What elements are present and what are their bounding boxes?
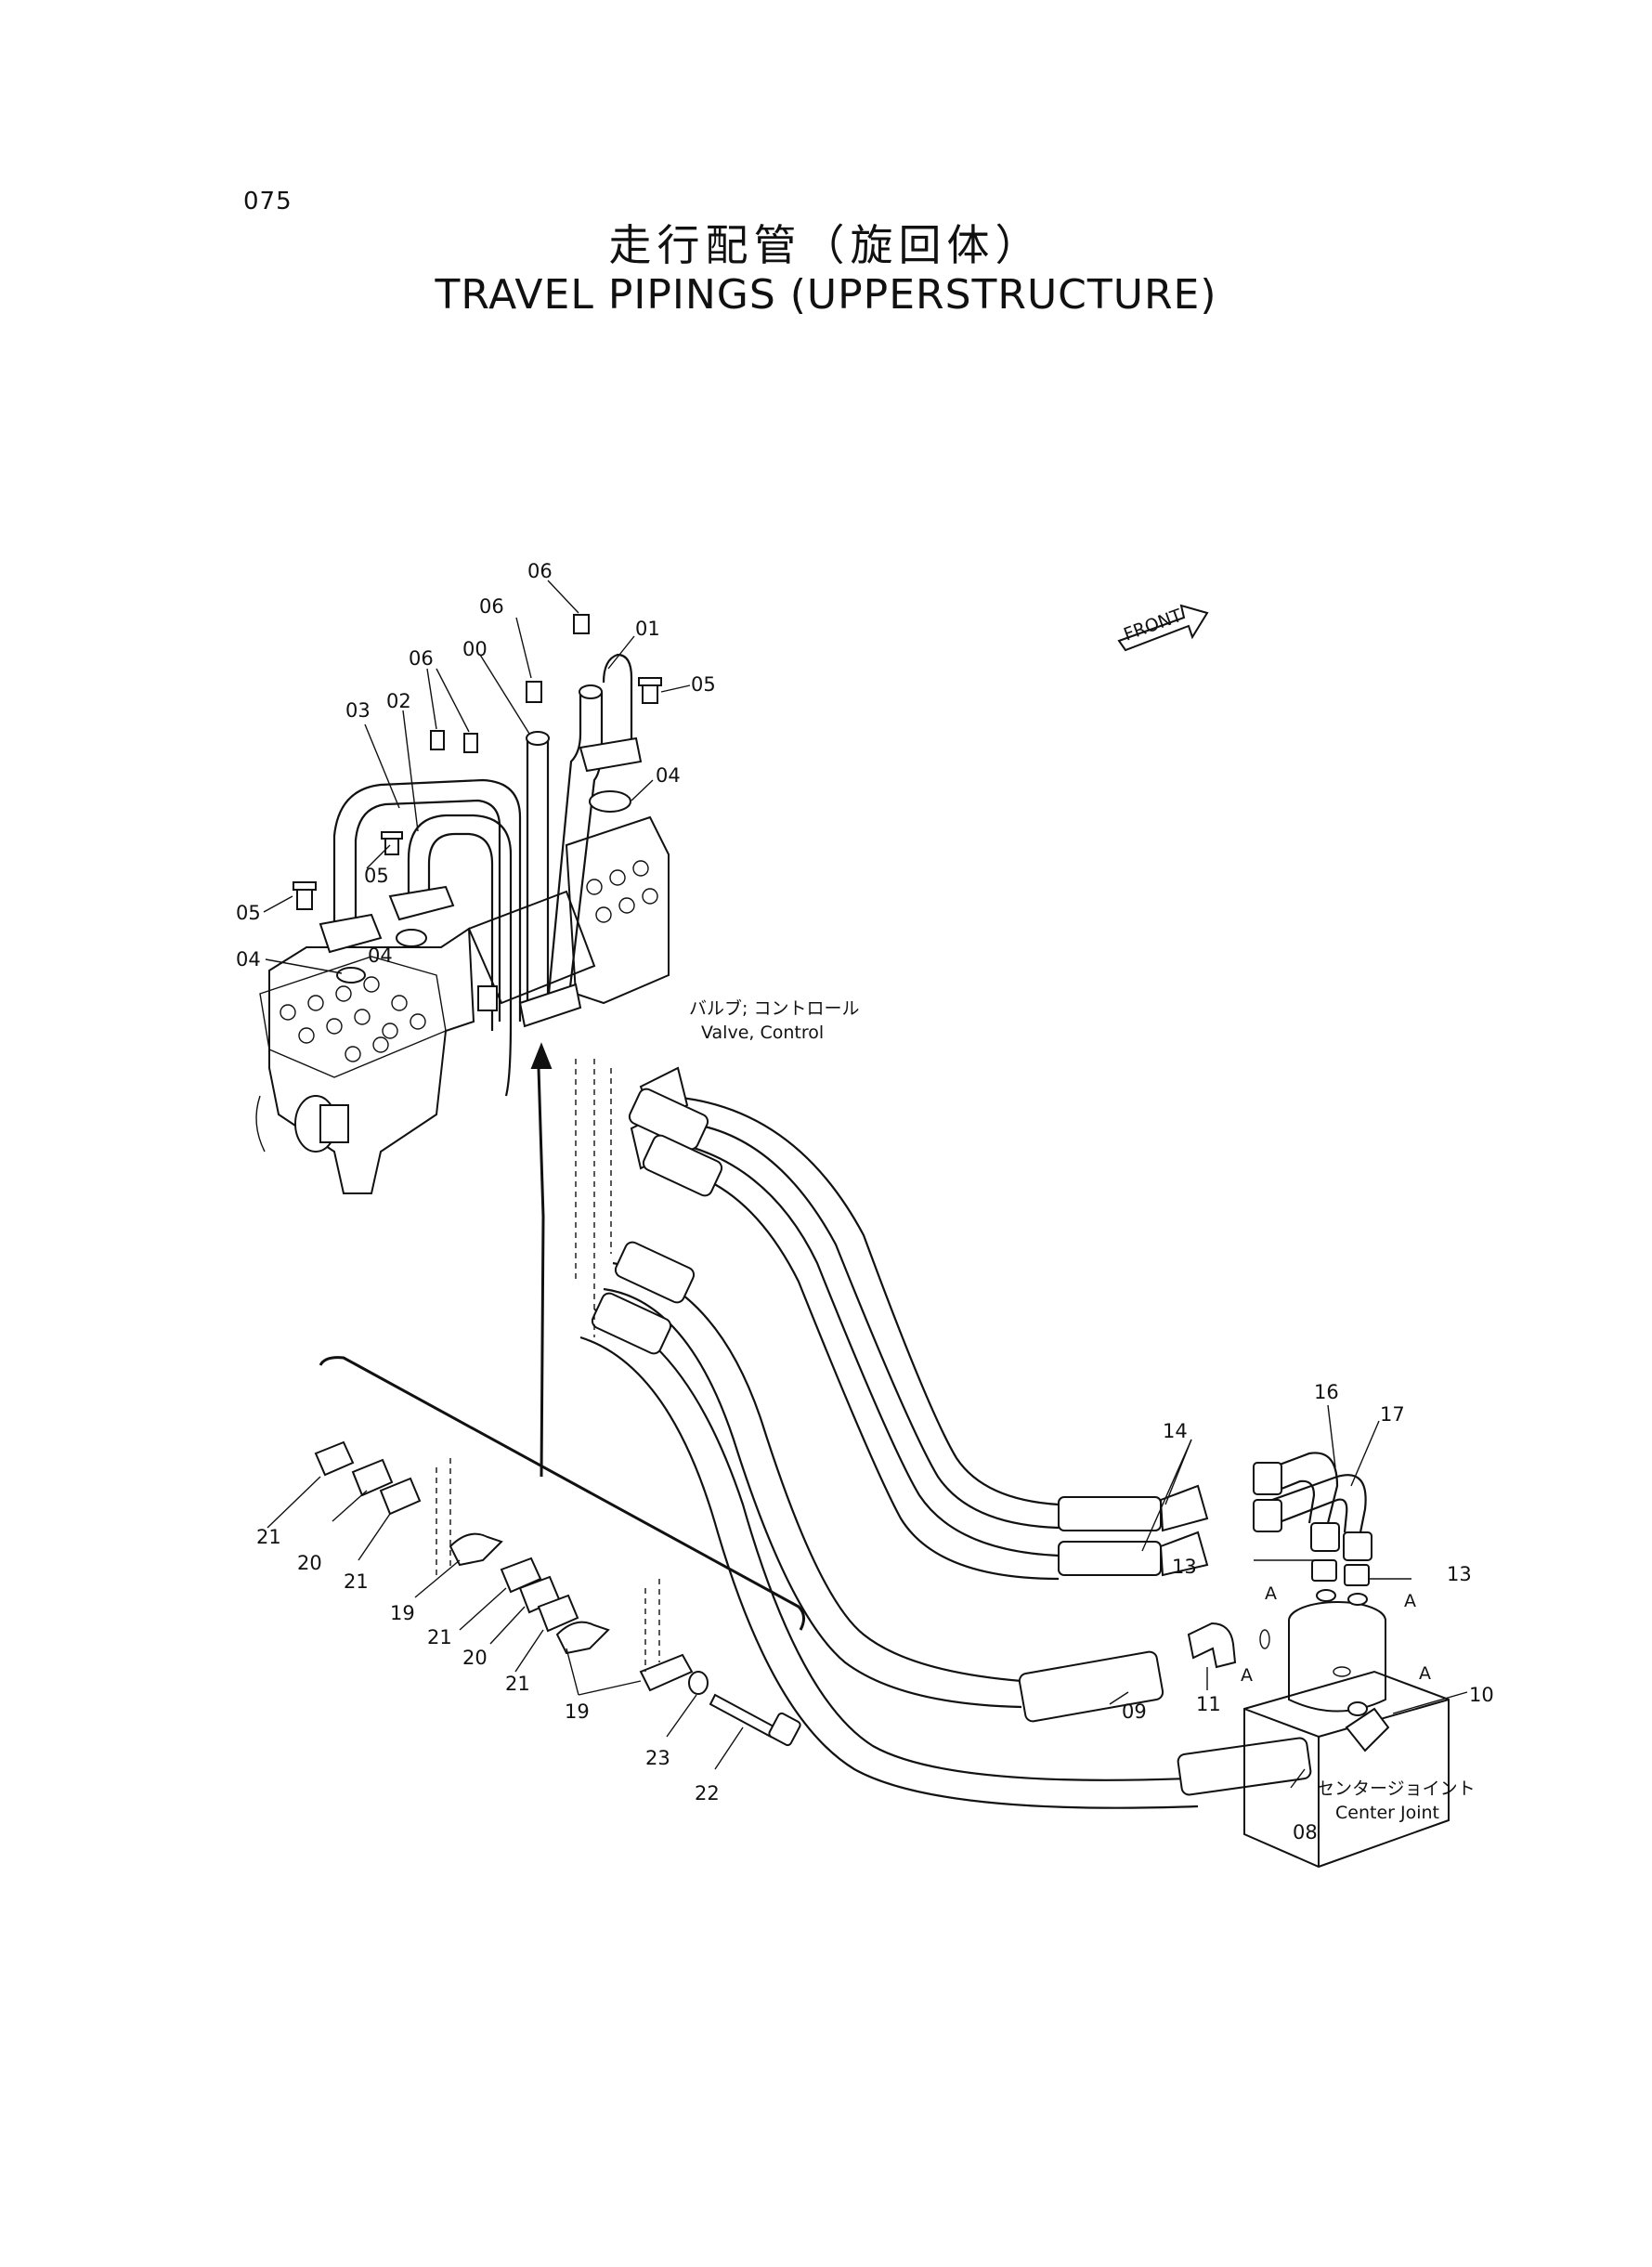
leader-lines	[263, 580, 1468, 1789]
o-ring-04-set	[336, 790, 631, 984]
callout-01: 01	[635, 618, 660, 640]
bolt-05-left	[293, 881, 317, 910]
bolt-05-right	[638, 677, 662, 704]
bolt-05-center	[381, 831, 403, 855]
front-arrow: FRONT	[1117, 604, 1209, 652]
hose-end-fittings	[591, 1088, 723, 1355]
callout-21: 21	[256, 1526, 281, 1548]
callout-06: 06	[479, 595, 504, 618]
pipe-00	[526, 731, 550, 1012]
callout-20: 20	[462, 1647, 488, 1669]
callout-04: 04	[368, 945, 393, 967]
page-number: 075	[243, 188, 293, 215]
pipe-01	[546, 653, 643, 1004]
callout-13: 13	[1447, 1563, 1472, 1585]
elbow-16	[1253, 1452, 1340, 1552]
callout-labels: 06 06 06 00 01 05 04 03 02 05 05 04 04 1…	[236, 560, 1494, 1844]
callout-05: 05	[364, 865, 389, 887]
callout-06: 06	[527, 560, 553, 582]
callout-04: 04	[236, 948, 261, 971]
control-valve-label-jp: バルブ; コントロール	[689, 997, 859, 1019]
callout-20: 20	[297, 1552, 322, 1574]
callout-09: 09	[1122, 1700, 1147, 1723]
callout-19: 19	[565, 1700, 590, 1723]
pipe-02	[388, 814, 513, 1097]
elbow-10	[1345, 1701, 1390, 1752]
adapter-13-set	[1311, 1559, 1370, 1606]
callout-04: 04	[656, 764, 681, 787]
hose-14-upper	[639, 1066, 1060, 1530]
callout-22: 22	[695, 1782, 720, 1804]
callout-06: 06	[409, 647, 434, 670]
callout-10: 10	[1469, 1684, 1494, 1706]
callout-02: 02	[386, 690, 411, 712]
clamp-kit-parts	[314, 1440, 801, 1747]
callout-21: 21	[427, 1626, 452, 1648]
callout-13: 13	[1172, 1556, 1197, 1578]
callout-08: 08	[1293, 1821, 1318, 1844]
callout-05: 05	[236, 902, 261, 924]
center-joint-drawing	[1243, 1601, 1450, 1869]
callout-19: 19	[390, 1602, 415, 1624]
elbow-11	[1187, 1622, 1270, 1669]
elbow-17	[1253, 1474, 1372, 1561]
callout-14: 14	[1163, 1420, 1188, 1442]
hose-leader-lines	[575, 1059, 612, 1337]
title-japanese: 走行配管（旋回体）	[608, 220, 1044, 270]
callout-03: 03	[345, 699, 371, 722]
control-valve-drawing	[255, 815, 670, 1194]
hose-09	[603, 1261, 1164, 1723]
callout-a: A	[1404, 1591, 1416, 1611]
callout-17: 17	[1380, 1403, 1405, 1426]
callout-11: 11	[1196, 1693, 1221, 1715]
callout-21: 21	[505, 1673, 530, 1695]
callout-05: 05	[691, 673, 716, 696]
hose-14-fittings	[1058, 1484, 1209, 1577]
pipe-03	[319, 778, 522, 1022]
callout-21: 21	[344, 1570, 369, 1593]
callout-16: 16	[1314, 1381, 1339, 1403]
callout-a: A	[1265, 1583, 1277, 1604]
title-english: TRAVEL PIPINGS (UPPERSTRUCTURE)	[435, 271, 1217, 319]
plug-06-set	[430, 614, 590, 753]
control-valve-label-en: Valve, Control	[701, 1023, 824, 1043]
callout-23: 23	[645, 1747, 670, 1769]
callout-a: A	[1241, 1665, 1253, 1686]
clamp-kit-bracket	[319, 1042, 805, 1631]
callout-a: A	[1419, 1663, 1431, 1684]
center-joint-label-en: Center Joint	[1335, 1803, 1439, 1823]
clamp-at-valve	[477, 983, 582, 1028]
center-joint-label-jp: センタージョイント	[1317, 1778, 1476, 1799]
callout-00: 00	[462, 638, 488, 660]
